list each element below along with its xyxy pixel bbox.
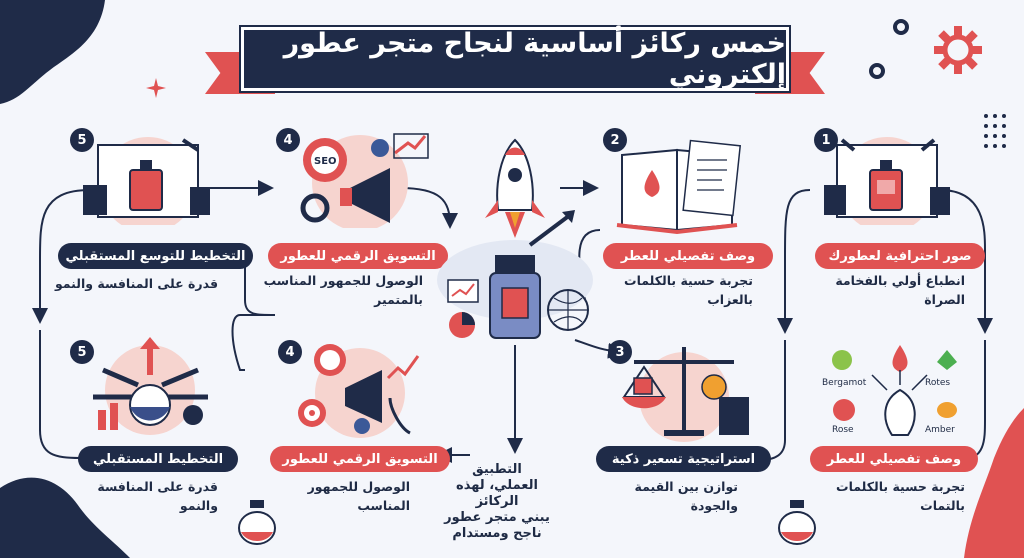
- seo-megaphone-illustration: SEO: [300, 133, 429, 228]
- perfume-bottle-icon: [778, 500, 816, 545]
- growth-arrows-illustration: [93, 337, 208, 435]
- step-number-badge: 5: [70, 128, 94, 152]
- card-desc-line2: والنمو: [179, 498, 218, 513]
- center-line-2: العملي، لهذه الركائز: [456, 478, 538, 509]
- card-title: وصف تفصيلي للعطر: [810, 446, 978, 472]
- center-line-1: التطبيق: [472, 462, 522, 477]
- camera-studio-illustration: [824, 137, 950, 225]
- step-number-badge: 2: [603, 128, 627, 152]
- open-book-illustration: [616, 139, 742, 235]
- card-title: التخطيط المستقبلي: [78, 446, 238, 472]
- card-desc-line1: الوصول للجمهور المناسب: [263, 273, 423, 288]
- balance-scale-illustration: [622, 347, 749, 442]
- card-title: وصف تفصيلي للعطر: [603, 243, 773, 269]
- fragrance-notes-illustration: [832, 345, 957, 436]
- gear-icon: [893, 19, 909, 35]
- step-number-badge: 5: [70, 340, 94, 364]
- gear-icon: [934, 26, 982, 74]
- card-desc-line1: قدرة على المنافسة والنمو: [54, 276, 218, 291]
- card-desc-line2: بالتمات: [920, 498, 965, 513]
- dot-grid-icon: [984, 114, 1006, 148]
- card-desc-line1: تجربة حسية بالكلمات: [624, 273, 753, 288]
- center-line-3: يبني متجر عطور: [444, 510, 550, 525]
- note-label-rotes: Rotes: [925, 378, 951, 388]
- note-label-amber: Amber: [925, 425, 955, 435]
- gear-icon: [869, 63, 885, 79]
- note-label-rose: Rose: [832, 425, 854, 435]
- perfume-bottle-icon: [238, 500, 276, 545]
- step-number-badge: 4: [276, 128, 300, 152]
- page-title: خمس ركائز أساسية لنجاح متجر عطور إلكترون…: [283, 28, 786, 90]
- card-desc-line1: الوصول للجمهور: [307, 479, 410, 494]
- card-title: التسويق الرقمي للعطور: [270, 446, 450, 472]
- card-desc-line1: قدرة على المنافسة: [97, 479, 218, 494]
- card-title: التخطيط للتوسع المستقبلي: [58, 243, 253, 269]
- center-summary: التطبيق العملي، لهذه الركائز يبني متجر ع…: [437, 462, 557, 542]
- title-banner: خمس ركائز أساسية لنجاح متجر عطور إلكترون…: [205, 22, 825, 102]
- card-title: التسويق الرقمي للعطور: [268, 243, 448, 269]
- step-number-badge: 4: [278, 340, 302, 364]
- note-label-bergamot: Bergamot: [822, 378, 867, 388]
- corner-blob-top-left: [0, 0, 105, 104]
- card-desc-line2: الصراة: [924, 292, 965, 307]
- rocket-perfume-illustration: [437, 138, 593, 339]
- card-desc-line2: بالعزاب: [707, 292, 753, 307]
- seo-target-illustration: [298, 344, 420, 438]
- card-title: صور احترافية لعطورك: [815, 243, 985, 269]
- card-desc-line1: توازن بين القيمة: [634, 479, 738, 494]
- step-number-badge: 3: [608, 340, 632, 364]
- corner-blob-bottom-right: [964, 408, 1024, 558]
- card-desc-line1: انطباع أولي بالفخامة: [835, 273, 965, 288]
- title-box: خمس ركائز أساسية لنجاح متجر عطور إلكترون…: [241, 27, 789, 91]
- sparkle-icon: [146, 78, 166, 98]
- camera-studio-illustration: [83, 137, 210, 225]
- card-desc-line2: والجودة: [690, 498, 738, 513]
- card-desc-line1: تجربة حسية بالكلمات: [836, 479, 965, 494]
- step-number-badge: 1: [814, 128, 838, 152]
- corner-blob-bottom-left: [0, 477, 130, 558]
- card-desc-line2: بالمتمير: [374, 292, 423, 307]
- card-desc-line2: المناسب: [357, 498, 410, 513]
- card-title: استراتيجية تسعير ذكية: [596, 446, 771, 472]
- center-line-4: ناجح ومستدام: [452, 526, 542, 541]
- seo-label: SEO: [314, 156, 337, 167]
